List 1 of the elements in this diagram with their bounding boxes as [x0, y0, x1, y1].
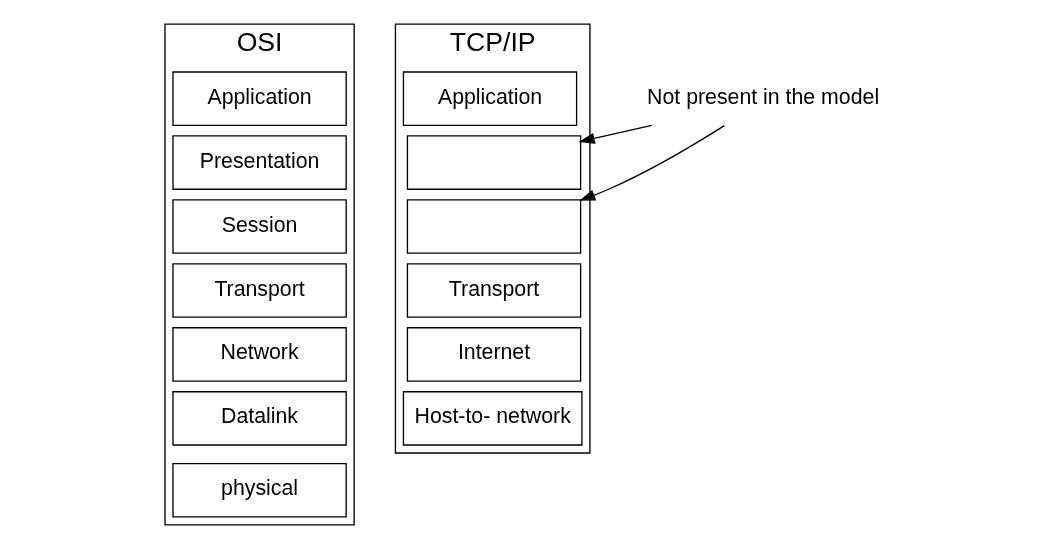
- node-text: Not present in the model: [646, 84, 879, 109]
